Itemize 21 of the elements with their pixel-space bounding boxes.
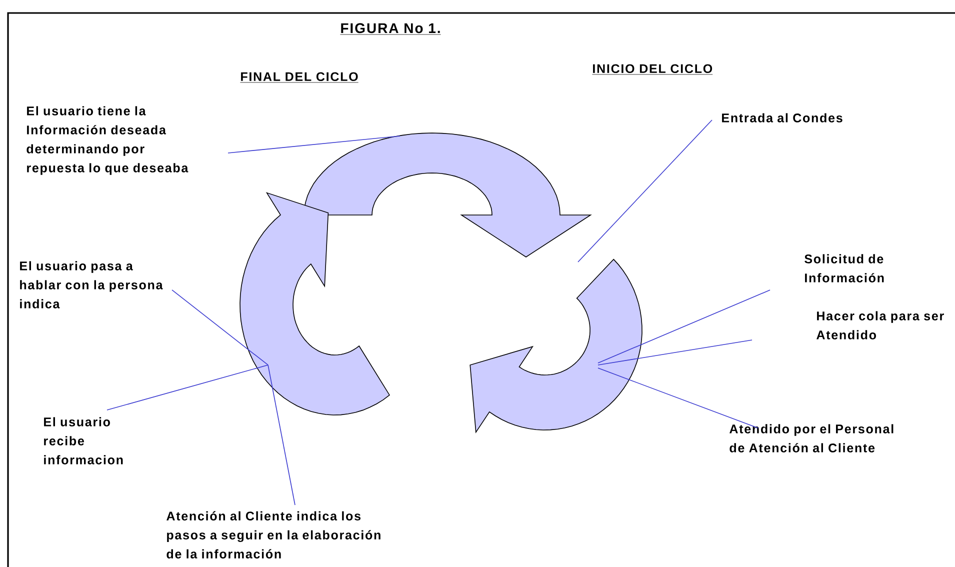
section-heading: INICIO DEL CICLO [592, 64, 713, 75]
cycle-segment [470, 258, 642, 434]
leader-line [598, 368, 758, 428]
note-text: El usuario pasa a hablar con la persona indica [20, 261, 163, 308]
cycle-segment [304, 132, 592, 258]
leader-line [598, 290, 770, 364]
note-text: Atendido por el Personal de Atención al Cliente [730, 424, 894, 452]
note-text: Atención al Cliente indica los pasos a seguir en la elaboración de la información [166, 511, 380, 558]
note-text: El usuario tiene la Información deseada determinando por repuesta lo que deseaba [26, 106, 188, 175]
leader-line [268, 364, 296, 506]
leader-line [598, 340, 752, 366]
note-text: El usuario recibe informacion [44, 417, 123, 464]
leader-line [172, 290, 268, 366]
section-heading: FINAL DEL CICLO [240, 72, 359, 83]
leader-line [228, 136, 400, 154]
note-text: Hacer cola para ser Atendido [816, 311, 944, 340]
figure-title: FIGURA No 1. [340, 23, 441, 35]
leader-line [578, 120, 712, 262]
note-text: Solicitud de Información [804, 254, 884, 282]
leader-line [106, 364, 268, 410]
note-text: Entrada al Condes [722, 113, 842, 122]
